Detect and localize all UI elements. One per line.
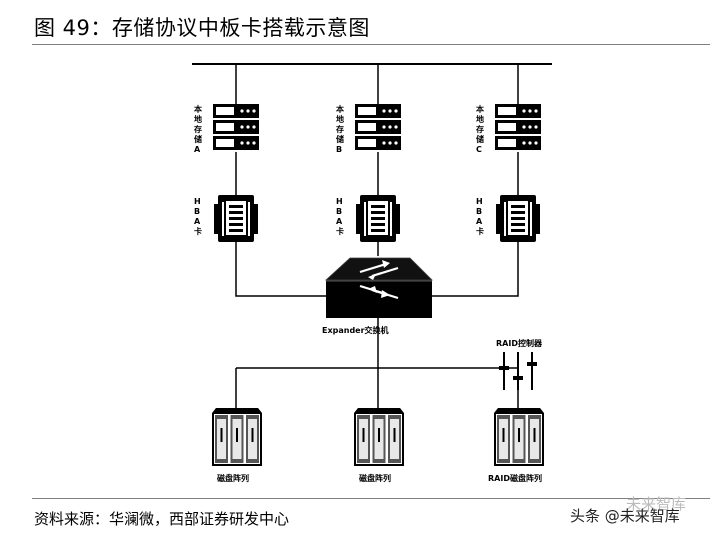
disk-array-label-1: 磁盘阵列 <box>217 473 249 483</box>
hba-label-char: A <box>194 217 201 226</box>
hba-label-char: B <box>336 207 342 216</box>
hba-card-icon <box>356 195 400 242</box>
top-rule <box>32 44 710 45</box>
hba-switch-link-c <box>432 242 519 297</box>
hba-label-char: A <box>336 217 343 226</box>
hba-label-char: B <box>476 207 482 216</box>
bottom-rule <box>32 498 710 499</box>
hba-label-char: H <box>194 197 201 206</box>
disk-array-icon <box>354 408 404 466</box>
hba-label-char: A <box>476 217 483 226</box>
hba-label-char: 卡 <box>476 226 484 236</box>
storage-label-char: 地 <box>194 114 202 124</box>
hba-label-char: H <box>336 197 343 206</box>
storage-label-char: 地 <box>476 114 484 124</box>
watermark: 头条 @未来智库 <box>570 507 680 525</box>
disk-array-icon <box>212 408 262 466</box>
figure-source: 资料来源：华澜微，西部证券研发中心 <box>34 510 290 528</box>
storage-label-char: 本 <box>475 104 484 114</box>
disk-array-label-2: 磁盘阵列 <box>359 473 391 483</box>
storage-label-char: 本 <box>335 104 344 114</box>
storage-label-char: 储 <box>193 134 202 144</box>
figure-title: 图 49：存储协议中板卡搭载示意图 <box>34 16 370 40</box>
storage-label-char: 储 <box>335 134 344 144</box>
disk-array-label-3: RAID磁盘阵列 <box>488 473 542 483</box>
hba-card-icon <box>496 195 540 242</box>
storage-label-char: 本 <box>193 104 202 114</box>
disk-array-icon <box>494 408 544 466</box>
storage-label-char: 储 <box>475 134 484 144</box>
storage-label-char: C <box>476 145 482 154</box>
raid-controller-label: RAID控制器 <box>496 338 543 348</box>
storage-label-char: 存 <box>475 124 484 134</box>
server-stack-icon <box>355 104 401 150</box>
watermark-ghost: 未来智库 <box>626 495 687 513</box>
network-switch-icon <box>324 257 433 318</box>
raid-controller-icon <box>499 352 537 390</box>
hba-switch-link-a <box>235 242 326 297</box>
storage-label-char: 存 <box>193 124 202 134</box>
hba-card-icon <box>214 195 258 242</box>
hba-label-char: 卡 <box>336 226 344 236</box>
server-stack-icon <box>213 104 259 150</box>
storage-label-char: B <box>336 145 342 154</box>
server-stack-icon <box>495 104 541 150</box>
hba-label-char: B <box>194 207 200 216</box>
switch-label: Expander交换机 <box>322 325 389 335</box>
storage-label-char: 地 <box>336 114 344 124</box>
storage-label-char: A <box>194 145 201 154</box>
storage-label-char: 存 <box>335 124 344 134</box>
hba-label-char: 卡 <box>194 226 202 236</box>
hba-label-char: H <box>476 197 483 206</box>
